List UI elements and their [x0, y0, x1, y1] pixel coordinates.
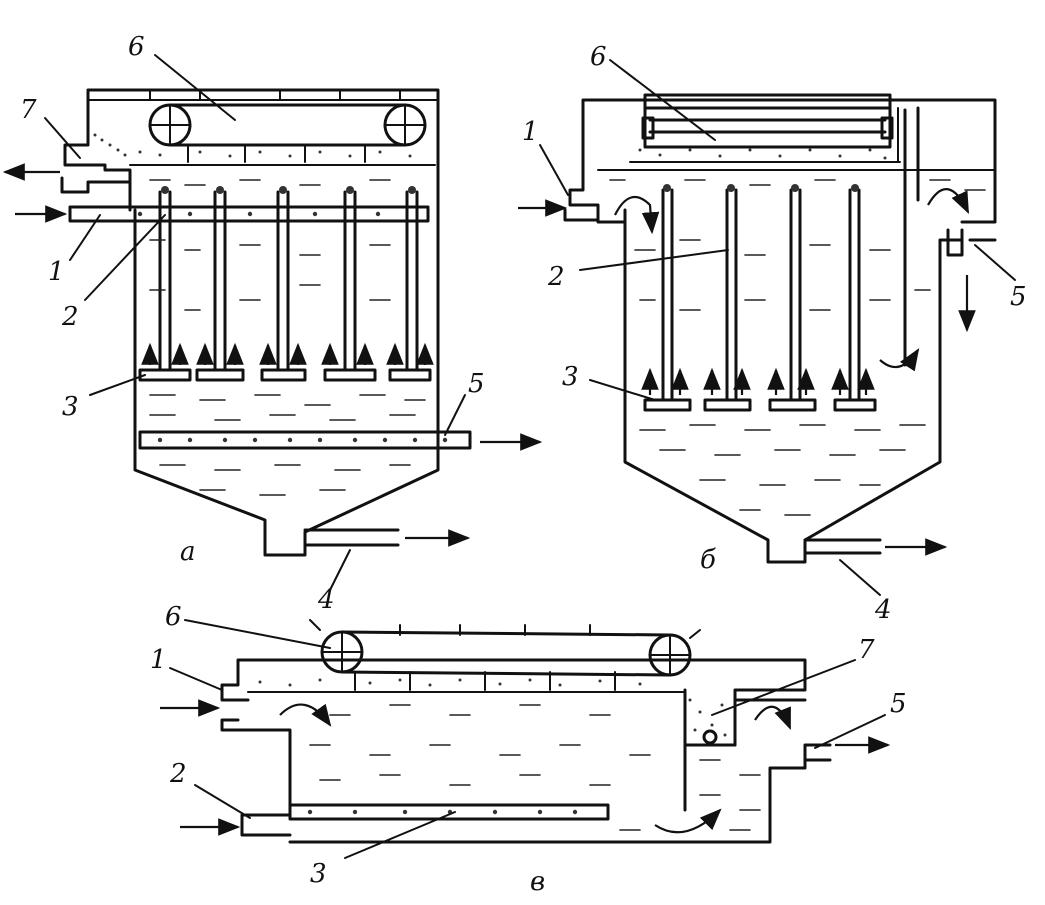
callout-v-2: 2 — [169, 759, 187, 789]
callout-a-5: 5 — [468, 369, 485, 399]
callout-v-5: 5 — [890, 689, 907, 719]
panel-label-v: в — [530, 867, 545, 897]
tank-a-outline — [63, 88, 440, 557]
aerator-tubes-a — [138, 190, 432, 382]
scraper-conveyor-a — [148, 103, 427, 163]
callout-a-4: 4 — [317, 585, 335, 615]
callout-a-6: 6 — [128, 32, 145, 62]
callout-b-6: 6 — [590, 42, 607, 72]
callout-b-3: 3 — [562, 362, 579, 392]
scraper-conveyor-b — [641, 93, 894, 149]
callout-a-2: 2 — [61, 302, 79, 332]
callout-a-1: 1 — [48, 257, 65, 287]
callout-b-1: 1 — [522, 117, 539, 147]
callout-a-3: 3 — [62, 392, 79, 422]
outlet-pipe-a — [138, 430, 472, 450]
distributor-v — [288, 803, 610, 821]
callout-v-1: 1 — [150, 645, 167, 675]
scraper-conveyor-v — [309, 619, 701, 691]
panel-b: 6 1 2 3 5 4 б — [518, 42, 1027, 625]
callout-b-2: 2 — [547, 262, 565, 292]
callout-b-4: 4 — [874, 595, 892, 625]
callout-v-3: 3 — [310, 859, 327, 889]
tank-v-outline — [220, 658, 832, 844]
panel-v: 6 1 7 5 2 3 в — [150, 602, 907, 897]
callout-a-7: 7 — [20, 95, 37, 125]
callout-v-7: 7 — [858, 635, 875, 665]
panel-label-b: б — [700, 545, 716, 575]
aerator-tubes-b — [643, 188, 877, 412]
tank-b-outline — [568, 98, 997, 564]
froth-layer-a — [93, 133, 436, 166]
inlet-pipe-a — [68, 205, 430, 223]
callout-b-5: 5 — [1010, 282, 1027, 312]
panel-label-a: а — [180, 537, 196, 567]
panel-a: 6 7 1 2 3 5 4 а — [2, 32, 543, 615]
callout-v-6: 6 — [165, 602, 182, 632]
